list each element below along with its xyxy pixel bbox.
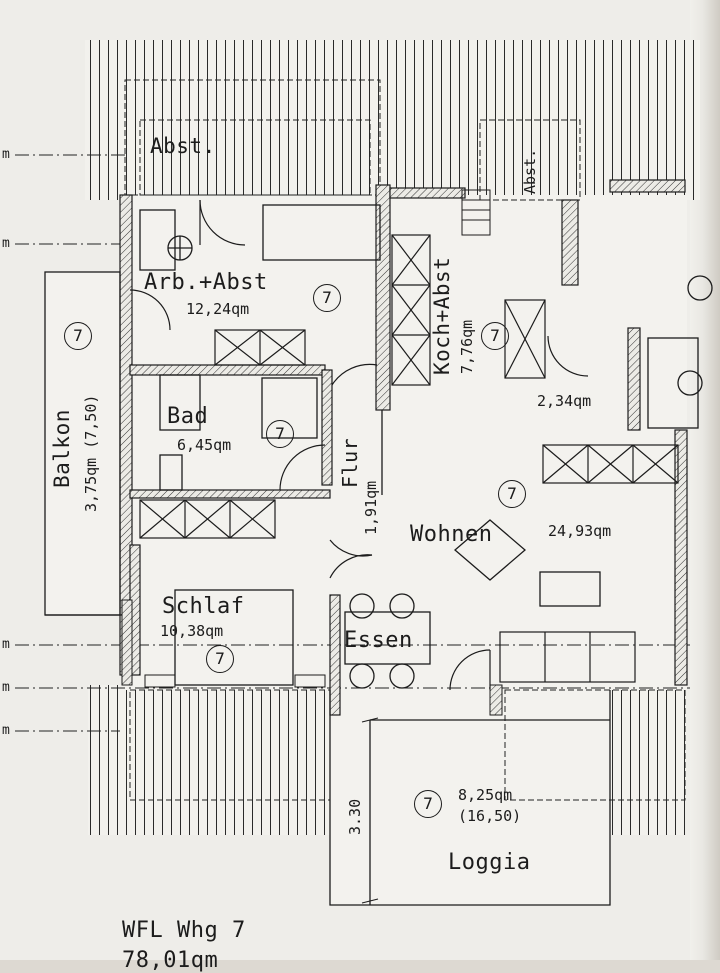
roof-hatch-bottom-left [88,685,333,835]
essen-table [344,593,431,689]
footer-title: WFL Whg 7 [122,918,246,943]
essen-room-name: Essen [344,628,413,653]
unit-marker-schlaf: 7 [206,645,234,673]
unit-marker-bad: 7 [266,420,294,448]
koch-room-name: Koch+Abst [430,256,454,375]
bad-room-area: 6,45qm [177,436,232,454]
interior-area [122,195,687,690]
wohnen-coffee-table [454,519,526,581]
loggia-room-name: Loggia [448,850,531,875]
loggia-area [330,690,610,905]
unit-marker-wohnen: 7 [498,480,526,508]
abst-label-top-left: Abst. [150,134,216,158]
level-mark-4: m [2,680,10,695]
level-mark-2: m [2,236,10,251]
loggia-room-area: 8,25qm [458,786,513,804]
bad-room-name: Bad [167,404,209,429]
footer-total: 78,01qm [122,948,219,973]
balkon-room-name: Balkon [50,409,74,488]
level-mark-3: m [2,637,10,652]
unit-marker-balkon: 7 [64,322,92,350]
schlaf-room-name: Schlaf [162,594,245,619]
level-mark-5: m [2,723,10,738]
level-mark-1: m [2,147,10,162]
unit-marker-loggia: 7 [414,790,442,818]
abst-label-top-right: Abst. [521,148,539,194]
loggia-dimension-label: 3.30 [346,798,364,835]
unit-marker-arbeit: 7 [313,284,341,312]
koch-room-area: 7,76qm [458,319,476,374]
wohnen-room-name: Wohnen [410,522,493,547]
wohnen-room-area: 24,93qm [548,522,612,540]
arbeit-room-area: 12,24qm [186,300,250,318]
schlaf-room-area: 10,38qm [160,622,224,640]
flur-room-area: 1,91qm [362,480,380,535]
unit-marker-koch: 7 [481,322,509,350]
balkon-room-area: 3,75qm (7,50) [82,394,100,512]
abst-small-area: 2,34qm [537,392,592,410]
schlaf-bed [174,589,294,686]
arbeit-room-name: Arb.+Abst [144,270,268,295]
flur-room-name: Flur [338,437,362,488]
loggia-room-area-extra: (16,50) [458,807,522,825]
